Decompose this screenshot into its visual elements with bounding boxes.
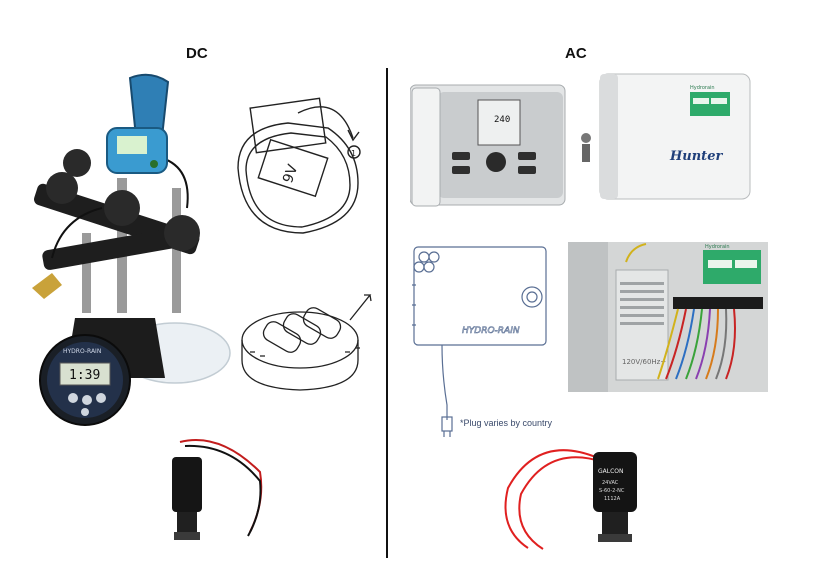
ac-solenoid-image: GALCON 24VAC S-60-2-NC 1112A: [498, 438, 648, 553]
hydrorain-label: HYDRO-RAIN: [462, 326, 520, 336]
dc-round-controller-image: 1:39 HYDRO-RAIN: [25, 308, 235, 428]
wiring-hydrorain-badge: Hydrorain: [705, 244, 730, 250]
ac-controller-readout: 240: [494, 115, 510, 125]
battery-compartment-drawing: 9V 1: [228, 88, 373, 248]
solenoid-brand: GALCON: [598, 468, 624, 475]
battery-9v-label: 9V: [280, 162, 302, 185]
section-divider: [386, 68, 388, 558]
plug-note: *Plug varies by country: [460, 418, 553, 428]
dc-controller-brand: HYDRO-RAIN: [63, 348, 101, 355]
battery-step-number: 1: [351, 149, 356, 158]
solenoid-voltage: 24VAC: [602, 480, 619, 486]
dc-solenoid-image: [160, 432, 270, 552]
terminal-voltage-label: 120V/60Hz~: [622, 358, 666, 366]
dc-heading: DC: [186, 45, 208, 62]
hydrorain-controller-drawing: HYDRO-RAIN: [412, 245, 562, 445]
hydrorain-badge: Hydrorain: [690, 85, 715, 91]
battery-holder-drawing: [240, 280, 385, 410]
ac-indoor-controller-image: 240: [410, 80, 570, 215]
solenoid-model: S-60-2-NC: [599, 488, 625, 494]
ac-heading: AC: [565, 45, 587, 62]
hunter-brand: Hunter: [669, 149, 723, 164]
dc-controller-time: 1:39: [69, 368, 100, 383]
dc-valve-manifold-image: [22, 68, 207, 313]
solenoid-code: 1112A: [604, 496, 621, 502]
hunter-controller-image: Hydrorain Hunter: [580, 70, 755, 202]
controller-wiring-image: Hydrorain 120V/60Hz~: [568, 242, 768, 392]
